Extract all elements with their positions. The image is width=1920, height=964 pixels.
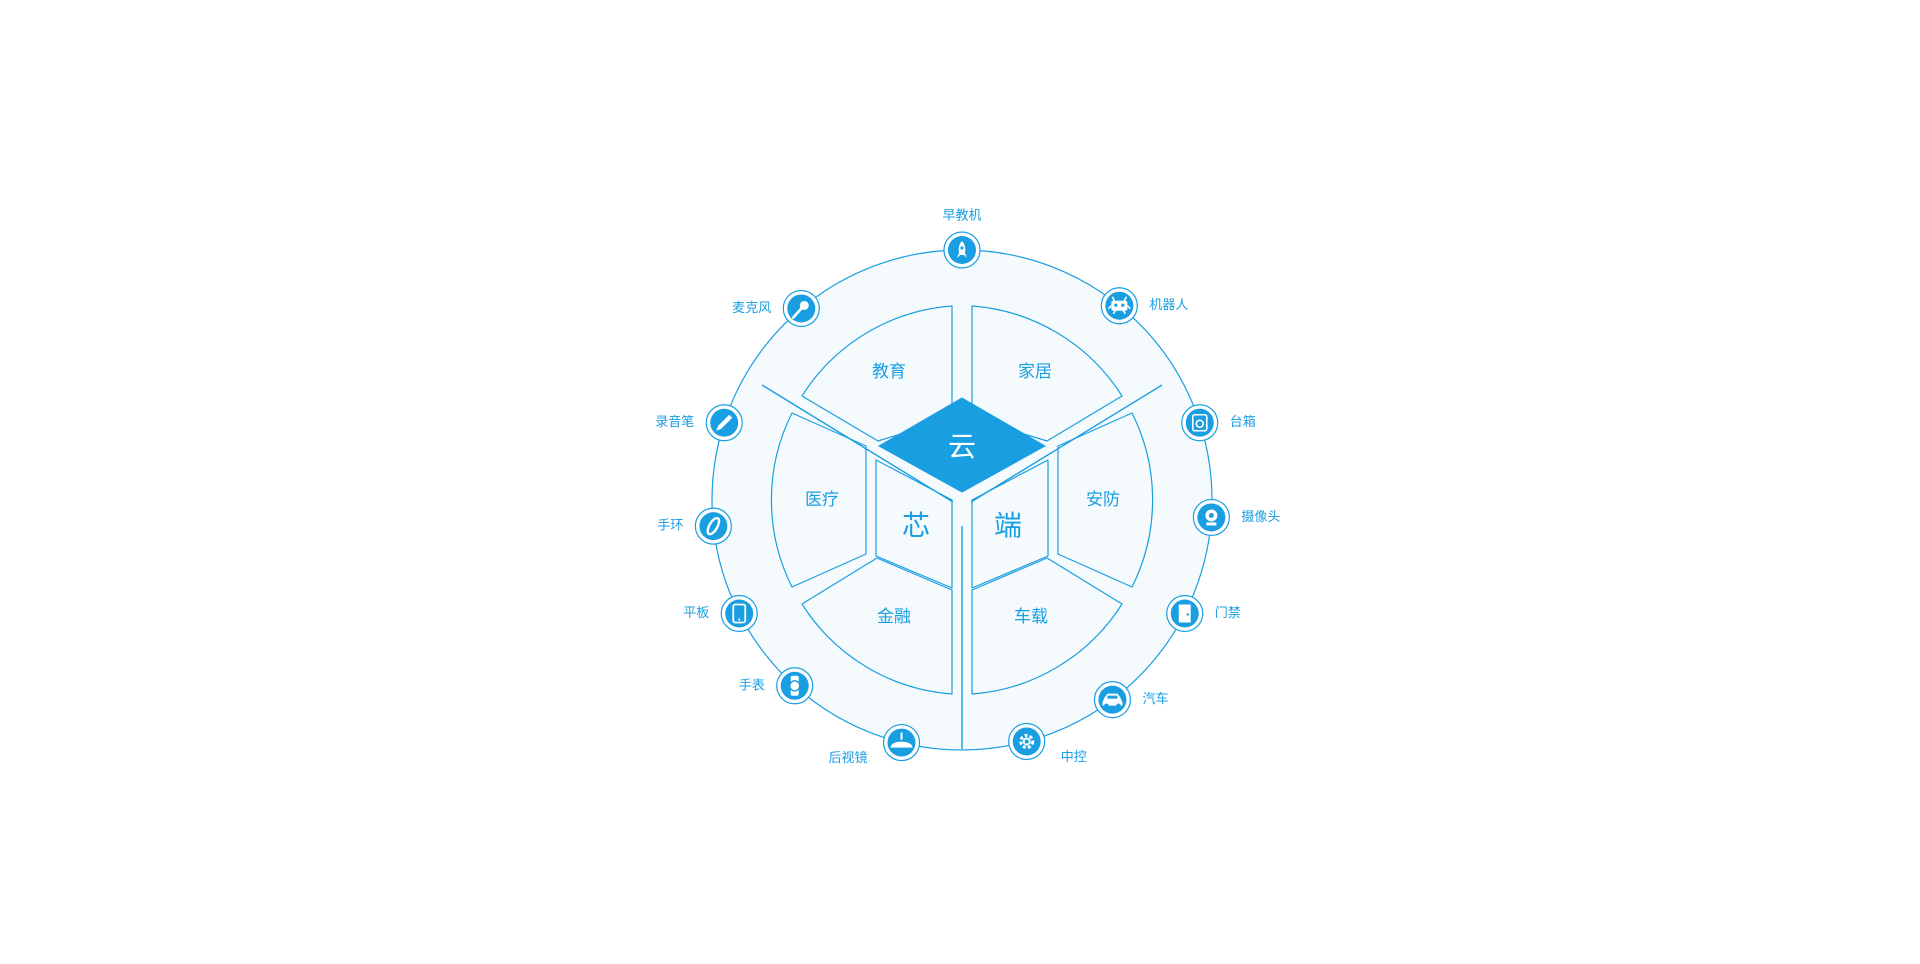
pen-icon <box>716 414 733 431</box>
device-label: 摄像头 <box>1241 510 1280 525</box>
webcam-icon <box>1205 509 1218 526</box>
device-node: 麦克风 <box>732 289 820 328</box>
device-node: 后视镜 <box>829 723 921 766</box>
device-label: 平板 <box>683 606 709 621</box>
device-node: 台箱 <box>1181 404 1256 442</box>
sector-education <box>801 305 953 442</box>
device-node: 机器人 <box>1100 287 1188 325</box>
device-node: 门禁 <box>1166 594 1241 633</box>
device-label: 门禁 <box>1215 606 1241 621</box>
sector-label-security: 安防 <box>1086 490 1120 510</box>
sector-home <box>971 305 1123 442</box>
device-label: 机器人 <box>1149 298 1188 313</box>
device-label: 录音笔 <box>655 414 694 430</box>
sector-group <box>770 305 1154 695</box>
sector-label-finance: 金融 <box>877 607 911 627</box>
core-label-terminal: 端 <box>994 509 1022 542</box>
sector-medical <box>770 412 867 588</box>
core-label-cloud: 云 <box>948 430 976 463</box>
sector-security <box>1057 412 1154 588</box>
device-node: 手表 <box>739 667 814 705</box>
device-label: 中控 <box>1061 750 1087 765</box>
watch-icon <box>789 675 801 696</box>
device-node-disc <box>699 512 728 541</box>
device-label: 早教机 <box>942 208 981 224</box>
microphone-icon <box>792 300 809 319</box>
divider-right <box>970 384 1163 503</box>
rearview-mirror-icon <box>890 732 913 748</box>
sector-label-medical: 医疗 <box>805 490 839 510</box>
sector-label-home: 家居 <box>1018 362 1052 382</box>
sector-finance <box>801 557 953 695</box>
device-label: 后视镜 <box>829 751 868 766</box>
gear-icon <box>1019 733 1035 749</box>
device-label: 台箱 <box>1230 414 1256 430</box>
device-node: 中控 <box>1008 722 1087 765</box>
cube-face-right <box>971 459 1049 589</box>
sector-label-education: 教育 <box>872 362 906 382</box>
rocket-icon <box>957 241 967 258</box>
device-node: 早教机 <box>942 208 982 269</box>
sector-vehicle <box>971 557 1123 695</box>
device-node: 录音笔 <box>655 404 743 442</box>
device-node-disc <box>725 599 754 628</box>
device-label: 手表 <box>739 678 765 693</box>
speaker-icon <box>1191 413 1208 432</box>
device-node: 摄像头 <box>1192 498 1280 537</box>
sector-label-vehicle: 车载 <box>1014 607 1048 627</box>
device-node-disc <box>1185 408 1214 437</box>
device-label: 汽车 <box>1142 691 1168 707</box>
tablet-icon <box>732 603 747 624</box>
core-label-chip: 芯 <box>902 509 930 542</box>
bracelet-icon <box>706 516 721 536</box>
device-label: 手环 <box>657 519 683 534</box>
device-node: 平板 <box>683 594 758 633</box>
divider-left <box>761 384 954 503</box>
door-icon <box>1178 604 1191 623</box>
core-cube <box>875 459 1049 589</box>
divider-lines <box>761 384 1163 749</box>
device-node: 手环 <box>657 507 732 545</box>
robot-icon <box>1107 296 1131 315</box>
device-node: 汽车 <box>1093 681 1168 719</box>
car-icon <box>1102 693 1123 708</box>
cube-face-top <box>877 397 1047 493</box>
device-label: 麦克风 <box>732 301 771 316</box>
